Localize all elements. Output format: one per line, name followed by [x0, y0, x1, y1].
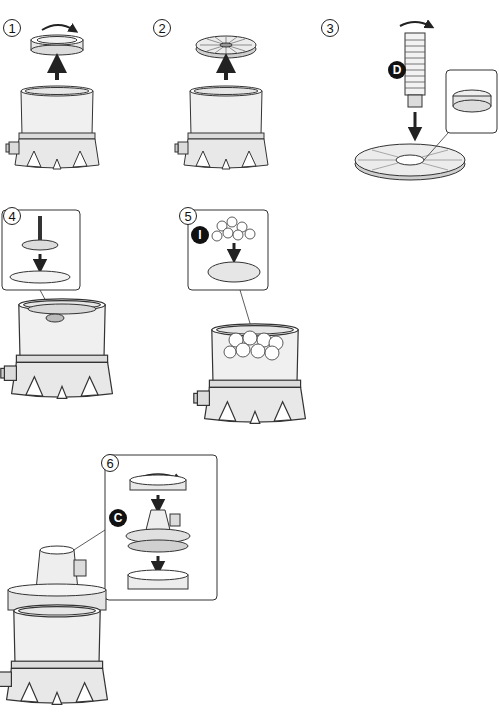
step-5 [188, 210, 305, 423]
part-letter: I [191, 226, 209, 244]
part-letter: D [388, 61, 406, 79]
step-4 [1, 210, 113, 398]
part-letter: C [109, 509, 127, 527]
step-2 [175, 36, 268, 169]
step-number: 2 [153, 19, 171, 37]
step-3 [355, 22, 497, 180]
step-number: 1 [3, 19, 21, 37]
step-6 [0, 455, 217, 704]
step-number: 4 [3, 207, 21, 225]
step-number: 5 [179, 207, 197, 225]
step-number: 3 [321, 19, 339, 37]
step-1 [6, 25, 99, 169]
step-number: 6 [101, 454, 119, 472]
